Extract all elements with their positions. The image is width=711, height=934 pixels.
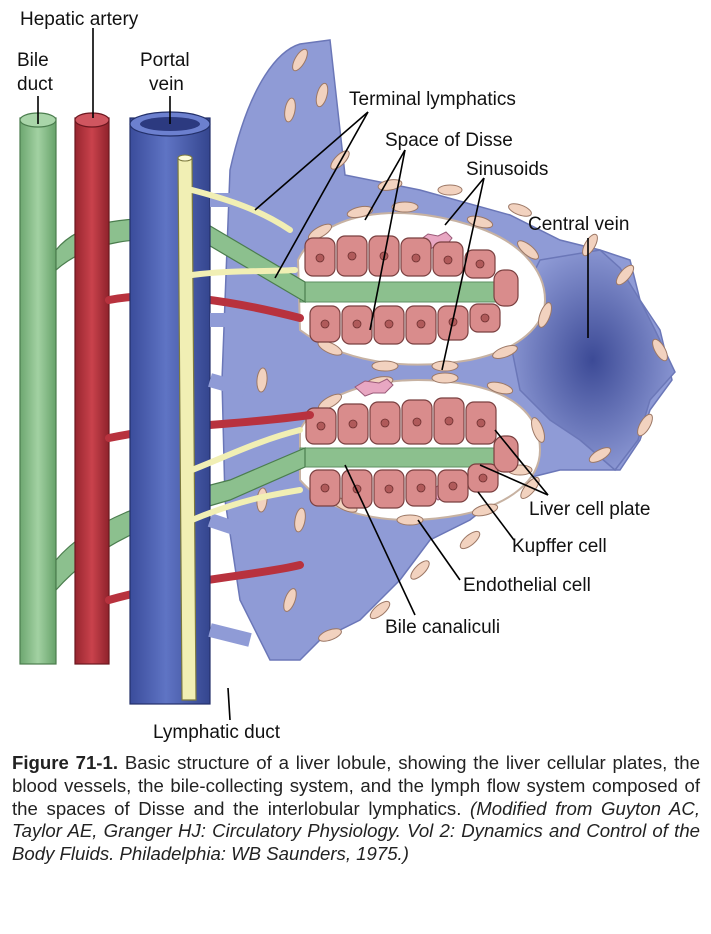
- figure-caption: Figure 71-1. Basic structure of a liver …: [12, 752, 700, 866]
- label-portal-vein-line2: vein: [149, 74, 184, 95]
- label-kupffer-cell: Kupffer cell: [512, 536, 607, 557]
- label-bile-canaliculi: Bile canaliculi: [385, 617, 500, 638]
- leader-lines: [37, 28, 589, 721]
- label-bile-duct-line2: duct: [17, 74, 54, 95]
- caption-credit: (Modified from Guyton AC, Taylor AE, Gra…: [12, 797, 700, 865]
- label-central-vein: Central vein: [528, 214, 629, 235]
- label-space-of-disse: Space of Disse: [385, 130, 513, 151]
- caption-text: Basic structure of a liver lobule, showi…: [12, 752, 700, 819]
- label-lymphatic-duct: Lymphatic duct: [153, 722, 281, 743]
- terminal-lymphatic-vessels: [189, 187, 303, 523]
- label-sinusoids: Sinusoids: [466, 159, 548, 180]
- label-bile-duct-line1: Bile: [17, 50, 49, 71]
- label-terminal-lymphatics: Terminal lymphatics: [349, 89, 516, 110]
- liver-lobule-diagram: Hepatic artery Bile duct Portal vein Ter…: [17, 9, 676, 743]
- hepatic-artery-lumen: [74, 112, 110, 128]
- hepatic-artery: [74, 117, 110, 665]
- bile-duct: [19, 117, 57, 665]
- hepatocyte-nuclei: [315, 251, 490, 494]
- label-endothelial-cell: Endothelial cell: [463, 575, 591, 596]
- endothelial-cells: [256, 48, 668, 642]
- portal-vein: [129, 117, 211, 705]
- label-portal-vein-line1: Portal: [140, 50, 190, 71]
- figure-number: Figure 71-1.: [12, 752, 119, 773]
- lymphatic-duct-top: [177, 154, 193, 162]
- label-hepatic-artery: Hepatic artery: [20, 9, 139, 30]
- upper-bile-canaliculus: [299, 281, 516, 303]
- label-liver-cell-plate: Liver cell plate: [529, 499, 650, 520]
